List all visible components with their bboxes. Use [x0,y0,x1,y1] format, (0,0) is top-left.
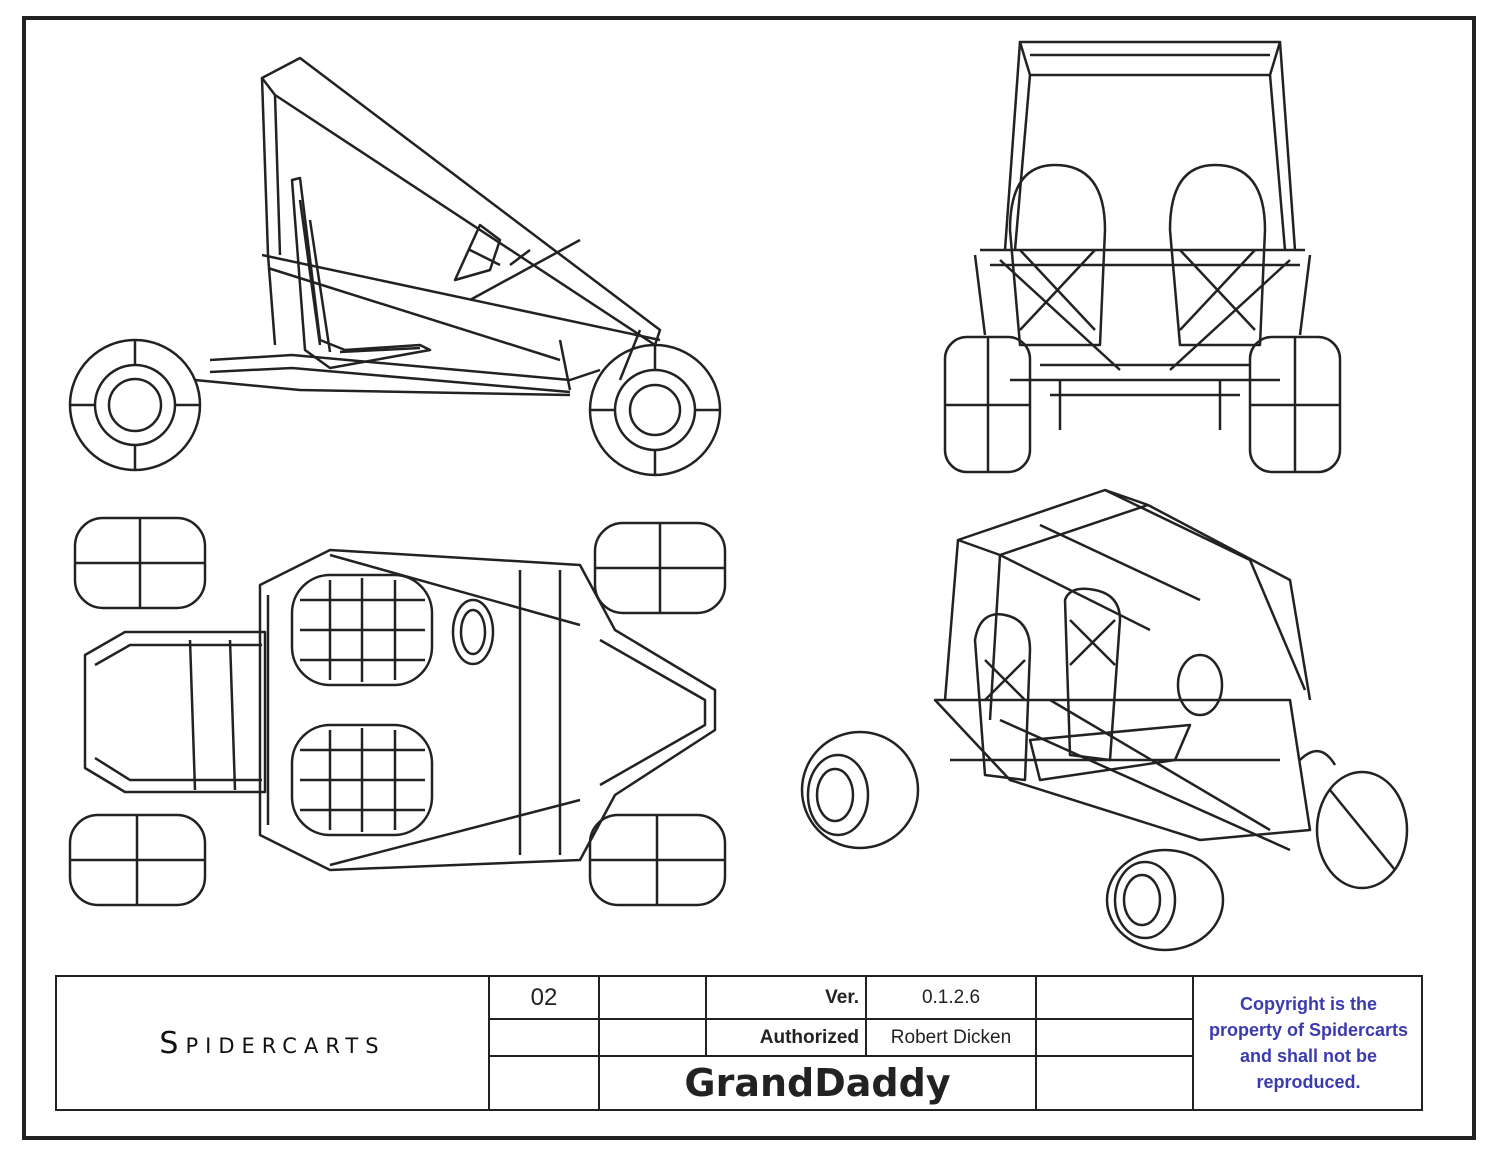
drawing-title: GrandDaddy [684,1061,951,1105]
divider [488,1018,1192,1020]
authorized-label: Authorized [759,1026,859,1048]
divider [1035,977,1037,1109]
copyright-line: property of Spidercarts [1208,1020,1409,1040]
authorized-value: Robert Dicken [890,1026,1012,1048]
copyright-notice: Copyright is the property of Spidercarts… [1194,977,1423,1109]
title-block: Spidercarts 02 Ver. 0.1.2.6 Authorized R… [55,975,1423,1111]
sheet-border [22,16,1476,1140]
divider [488,977,490,1109]
divider [865,977,867,1057]
company-name: Spidercarts [159,1025,386,1061]
copyright-line: reproduced. [1256,1072,1361,1092]
divider [598,977,600,1109]
copyright-line: Copyright is the [1239,994,1377,1014]
version-label: Ver. [825,986,859,1008]
sheet-number: 02 [530,983,558,1011]
divider [488,1055,1192,1057]
divider [1192,977,1194,1109]
divider [705,977,707,1057]
version-value: 0.1.2.6 [921,986,981,1008]
copyright-line: and shall not be [1239,1046,1377,1066]
